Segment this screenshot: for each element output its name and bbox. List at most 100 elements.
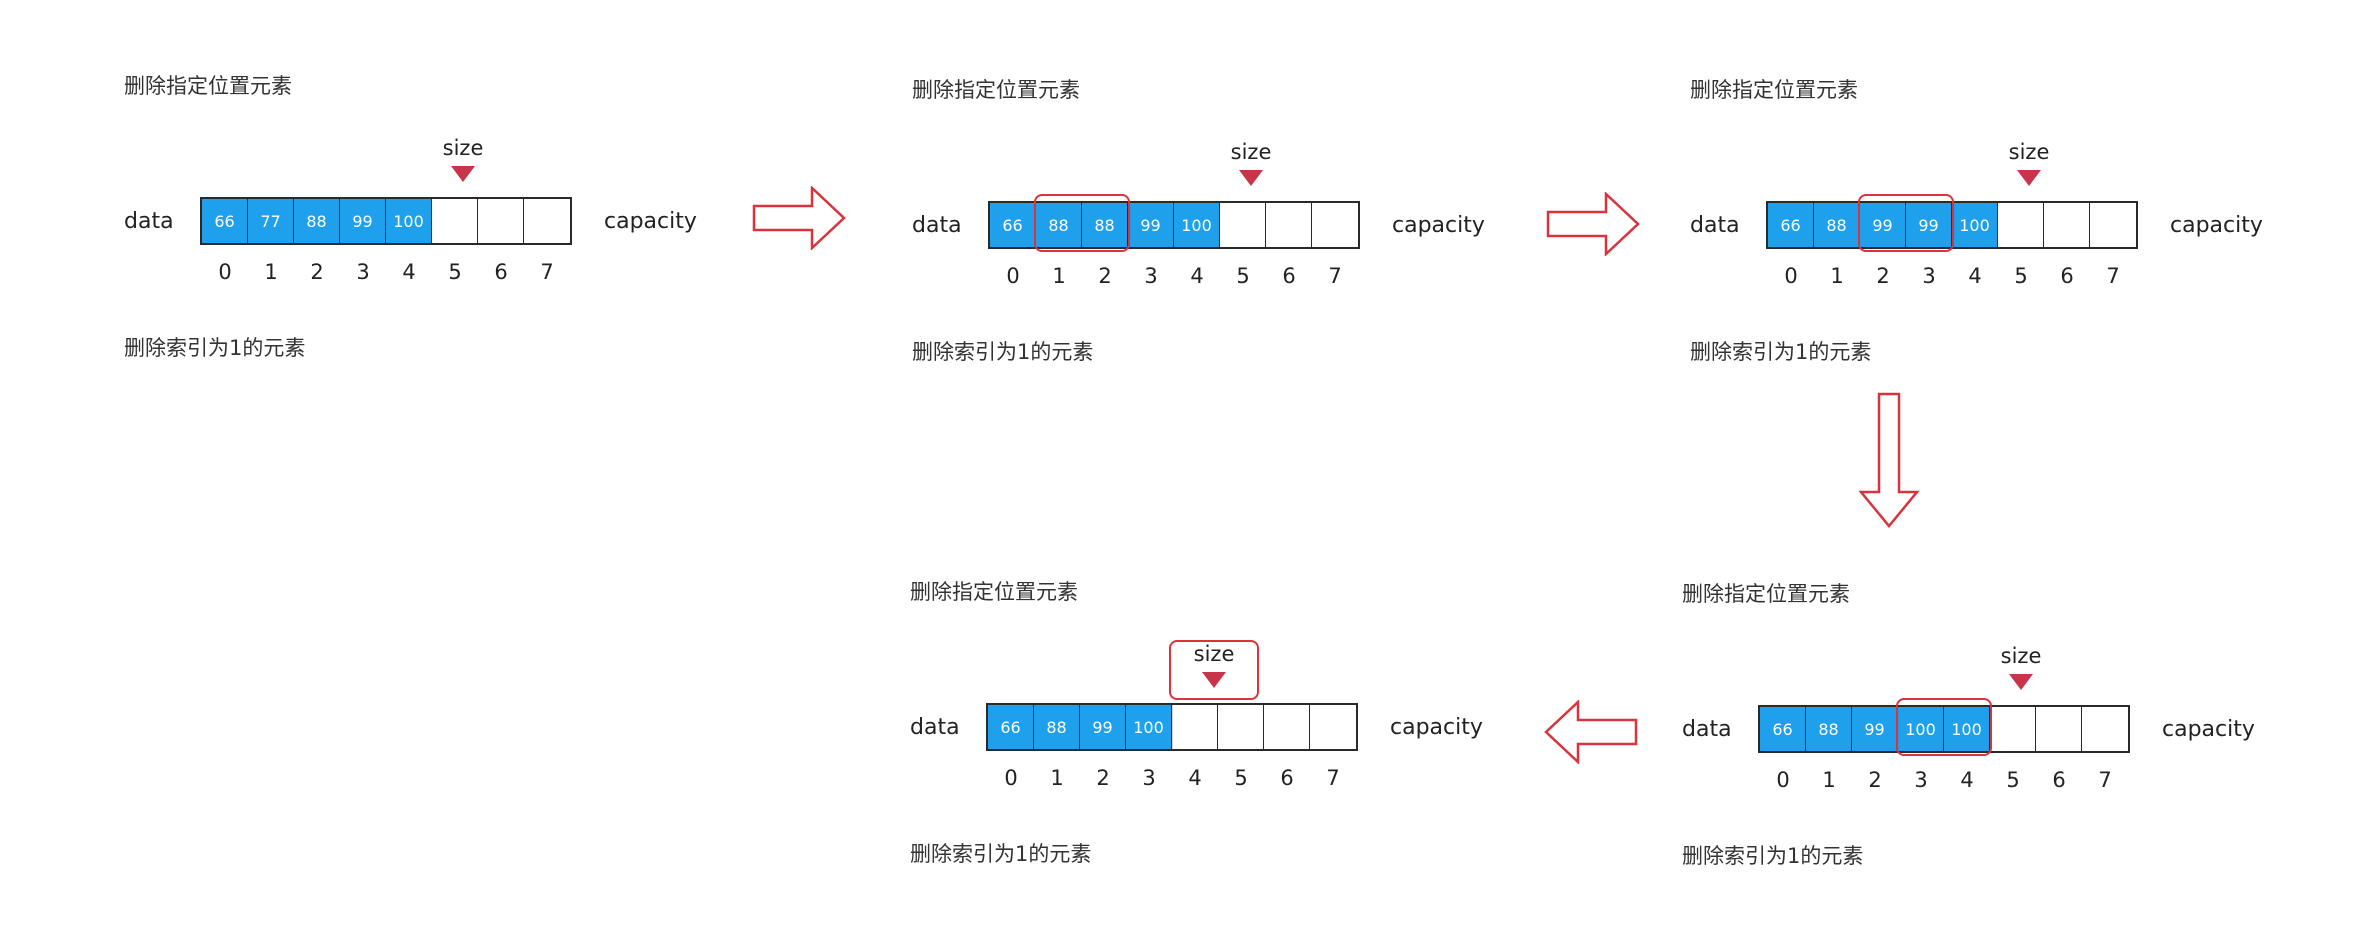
index-label: 7: [540, 260, 554, 284]
array-cell: 100: [1126, 705, 1172, 749]
array-cell: 100: [1174, 203, 1220, 247]
array-cell: [2036, 707, 2082, 751]
index-label: 5: [2006, 768, 2020, 792]
index-label: 3: [1914, 768, 1928, 792]
index-row: 0 1 2 3 4 5 6 7: [990, 264, 1358, 288]
index-label: 0: [1784, 264, 1798, 288]
array-cell: [1172, 705, 1218, 749]
index-label: 6: [2052, 768, 2066, 792]
array-cell: 88: [1814, 203, 1860, 247]
index-label: 0: [218, 260, 232, 284]
index-label: 6: [2060, 264, 2074, 288]
panel-caption: 删除索引为1的元素: [1690, 340, 1872, 364]
panel-title: 删除指定位置元素: [1682, 582, 1850, 606]
size-pointer-icon: [451, 166, 475, 182]
index-label: 5: [1234, 766, 1248, 790]
panel-caption: 删除索引为1的元素: [912, 340, 1094, 364]
index-label: 3: [356, 260, 370, 284]
index-label: 1: [264, 260, 278, 284]
array-cell: 99: [1906, 203, 1952, 247]
highlight-box: [1858, 194, 1954, 252]
array-cell: 100: [1898, 707, 1944, 751]
index-label: 2: [1096, 766, 1110, 790]
capacity-label: capacity: [2170, 212, 2263, 238]
index-label: 1: [1050, 766, 1064, 790]
size-pointer-icon: [2009, 674, 2033, 690]
index-label: 5: [448, 260, 462, 284]
array-cell: [1218, 705, 1264, 749]
index-label: 5: [1236, 264, 1250, 288]
index-label: 6: [1280, 766, 1294, 790]
size-pointer-icon: [1202, 672, 1226, 688]
array-cells: 66 77 88 99 100: [200, 197, 572, 245]
data-label: data: [1682, 716, 1732, 742]
index-label: 6: [1282, 264, 1296, 288]
data-label: data: [910, 714, 960, 740]
array-cell: [1220, 203, 1266, 247]
array-row: data 66 77 88 99 100 capacity: [124, 197, 697, 245]
arrow-down-icon: [1858, 392, 1920, 528]
array-cell: 88: [1082, 203, 1128, 247]
index-label: 2: [310, 260, 324, 284]
step-panel-1: 删除指定位置元素 size data 66 77 88 99 100 capac…: [124, 70, 697, 360]
data-label: data: [912, 212, 962, 238]
array-cell: 100: [1952, 203, 1998, 247]
index-row: 0 1 2 3 4 5 6 7: [202, 260, 570, 284]
data-label: data: [124, 208, 174, 234]
array-cell: 88: [1806, 707, 1852, 751]
size-pointer-icon: [1239, 170, 1263, 186]
array-cell: 66: [988, 705, 1034, 749]
index-label: 7: [1328, 264, 1342, 288]
array-cell: 99: [340, 199, 386, 243]
index-label: 7: [2098, 768, 2112, 792]
index-label: 0: [1006, 264, 1020, 288]
array-cell: 99: [1128, 203, 1174, 247]
index-label: 4: [1968, 264, 1982, 288]
capacity-label: capacity: [2162, 716, 2255, 742]
array-cell: [1312, 203, 1358, 247]
index-label: 4: [1960, 768, 1974, 792]
array-cell: [1264, 705, 1310, 749]
index-label: 2: [1098, 264, 1112, 288]
step-panel-4: 删除指定位置元素 size data 66 88 99 100 100 capa…: [1682, 578, 2255, 868]
array-row: data 66 88 99 99 100 capacity: [1690, 201, 2263, 249]
index-label: 1: [1052, 264, 1066, 288]
array-cell: [432, 199, 478, 243]
array-cells: 66 88 99 100: [986, 703, 1358, 751]
size-label: size: [1193, 642, 1235, 666]
size-label: size: [2008, 140, 2050, 164]
size-marker: size: [1184, 642, 1244, 688]
index-label: 2: [1868, 768, 1882, 792]
index-label: 3: [1142, 766, 1156, 790]
highlight-box: [1896, 698, 1992, 756]
array-cell: [1310, 705, 1356, 749]
size-label: size: [442, 136, 484, 160]
step-panel-2: 删除指定位置元素 size data 66 88 88 99 100 capac…: [912, 74, 1485, 364]
arrow-right-icon: [1546, 192, 1640, 256]
array-cell: 99: [1860, 203, 1906, 247]
index-row: 0 1 2 3 4 5 6 7: [1768, 264, 2136, 288]
index-label: 1: [1830, 264, 1844, 288]
index-label: 2: [1876, 264, 1890, 288]
array-cell: [524, 199, 570, 243]
array-cell: [1266, 203, 1312, 247]
index-label: 7: [1326, 766, 1340, 790]
index-label: 7: [2106, 264, 2120, 288]
step-panel-3: 删除指定位置元素 size data 66 88 99 99 100 capac…: [1690, 74, 2263, 364]
size-label: size: [2000, 644, 2042, 668]
arrow-right-icon: [752, 186, 846, 250]
array-cell: 100: [386, 199, 432, 243]
array-cell: 88: [294, 199, 340, 243]
array-cells: 66 88 88 99 100: [988, 201, 1360, 249]
capacity-label: capacity: [1392, 212, 1485, 238]
step-panel-5: 删除指定位置元素 size data 66 88 99 100 capacity…: [910, 576, 1483, 866]
array-cell: 77: [248, 199, 294, 243]
array-cell: [2082, 707, 2128, 751]
array-cell: 99: [1080, 705, 1126, 749]
index-label: 5: [2014, 264, 2028, 288]
index-row: 0 1 2 3 4 5 6 7: [988, 766, 1356, 790]
array-row: data 66 88 99 100 100 capacity: [1682, 705, 2255, 753]
array-row: data 66 88 88 99 100 capacity: [912, 201, 1485, 249]
size-marker: size: [1999, 140, 2059, 186]
index-label: 0: [1776, 768, 1790, 792]
